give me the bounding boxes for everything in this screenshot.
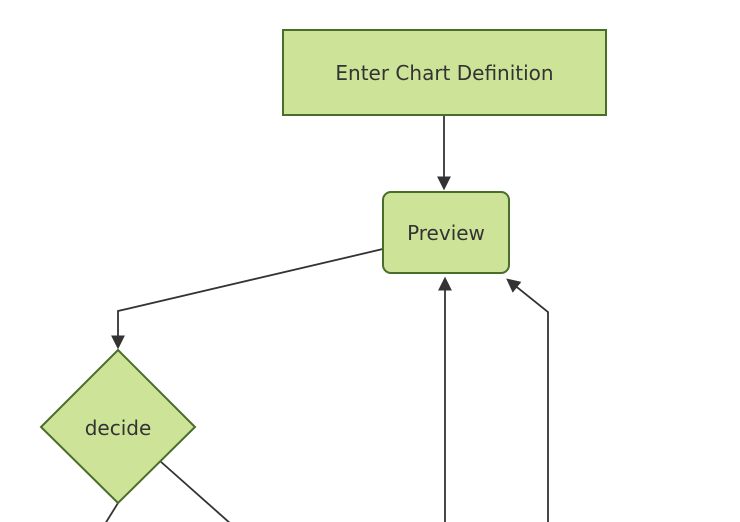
edge-bottom-right-to-preview [506,278,549,522]
enter-chart-definition-shape [282,29,607,116]
node-preview: Preview [382,191,510,274]
node-decide: decide [39,348,197,505]
preview-label: Preview [407,221,485,245]
decide-label: decide [85,416,152,440]
enter-chart-definition-label: Enter Chart Definition [335,61,553,85]
edge-preview-to-decide [111,248,384,350]
edge-decide-down-right [159,460,231,522]
preview-shape [382,191,510,274]
node-enter-chart-definition: Enter Chart Definition [282,29,607,116]
decide-shape [39,348,197,505]
edge-decide-down-left [105,502,119,522]
